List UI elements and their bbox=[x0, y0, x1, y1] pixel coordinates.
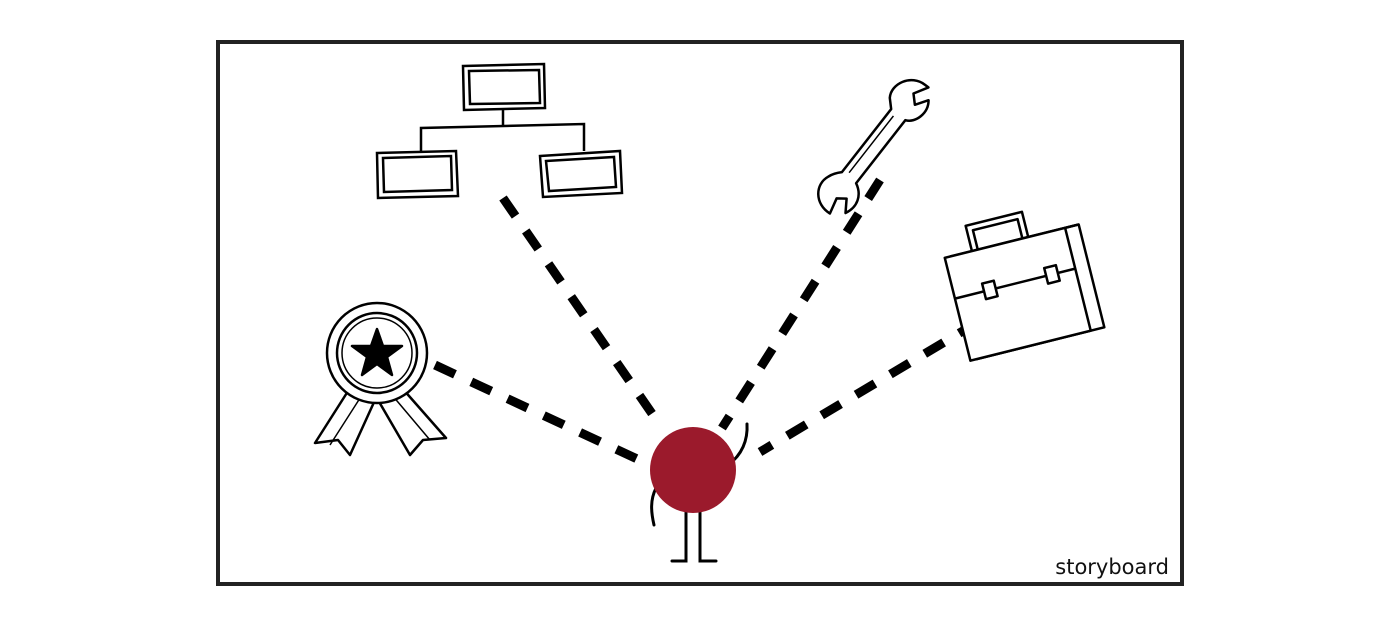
wrench-icon bbox=[809, 71, 940, 223]
character-left-arm bbox=[652, 488, 656, 525]
connector-to-org-chart bbox=[503, 198, 662, 428]
award-ribbon-icon bbox=[315, 303, 446, 455]
frame-label: storyboard bbox=[1055, 555, 1169, 579]
connector-to-briefcase bbox=[760, 322, 978, 452]
connector-to-award bbox=[435, 365, 648, 464]
org-chart-icon bbox=[377, 64, 622, 198]
character-right-leg bbox=[700, 512, 716, 561]
connector-lines bbox=[435, 180, 978, 464]
character-left-leg bbox=[672, 512, 686, 561]
character-body bbox=[650, 427, 736, 513]
briefcase-icon bbox=[938, 199, 1104, 360]
red-dot-character bbox=[650, 424, 747, 561]
